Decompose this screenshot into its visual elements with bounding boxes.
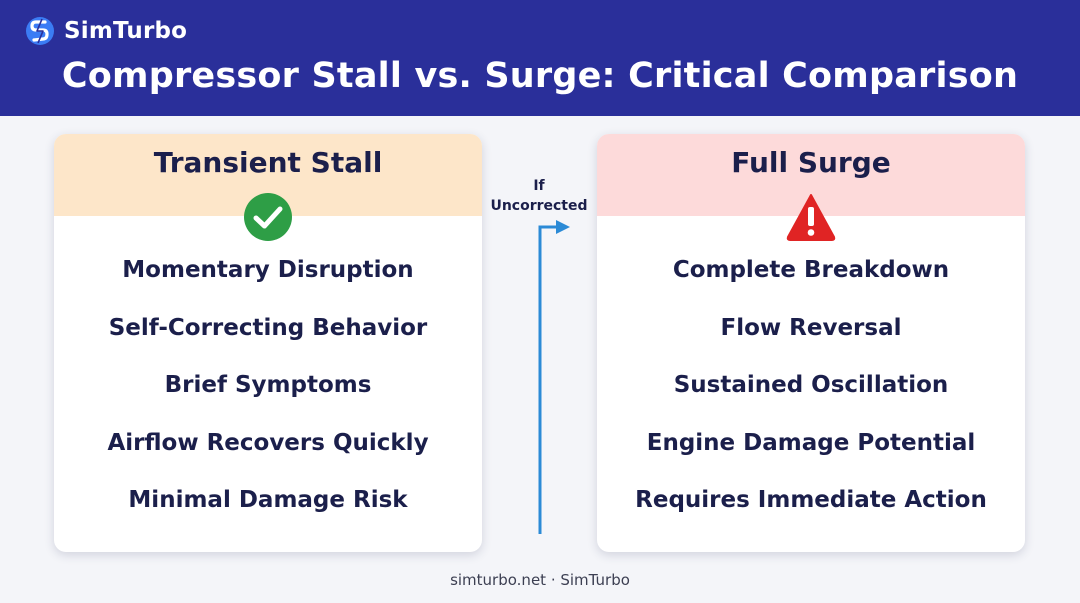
brand-name: SimTurbo: [64, 18, 188, 44]
footer-credit: simturbo.net · SimTurbo: [450, 571, 630, 589]
full-surge-card: Full Surge Complete Breakdown Flow Rever…: [597, 134, 1025, 552]
list-item: Minimal Damage Risk: [128, 487, 408, 513]
list-item: Requires Immediate Action: [635, 487, 987, 513]
check-circle-icon: [244, 193, 292, 241]
list-item: Sustained Oscillation: [673, 372, 949, 398]
list-item: Engine Damage Potential: [646, 429, 976, 456]
page-title: Compressor Stall vs. Surge: Critical Com…: [61, 56, 1019, 96]
connector-label-line2: Uncorrected: [490, 198, 588, 214]
transient-stall-title: Transient Stall: [153, 146, 383, 179]
transient-stall-card-header: Transient Stall: [54, 134, 482, 216]
transient-stall-list: Momentary Disruption Self-Correcting Beh…: [54, 257, 482, 545]
connector-label-line1: If: [533, 178, 545, 194]
progression-connector: If Uncorrected: [480, 170, 598, 540]
warning-triangle-icon: [786, 194, 836, 241]
arrow-right-icon: [538, 220, 570, 534]
list-item: Brief Symptoms: [164, 372, 372, 398]
list-item: Momentary Disruption: [122, 257, 414, 283]
list-item: Airflow Recovers Quickly: [107, 429, 429, 456]
list-item: Complete Breakdown: [672, 257, 950, 283]
transient-stall-card: Transient Stall Momentary Disruption Sel…: [54, 134, 482, 552]
brand[interactable]: SimTurbo: [24, 14, 187, 48]
full-surge-list: Complete Breakdown Flow Reversal Sustain…: [597, 257, 1025, 545]
header-banner: SimTurbo Compressor Stall vs. Surge: Cri…: [0, 0, 1080, 116]
connector-label: If Uncorrected: [480, 176, 598, 216]
full-surge-title: Full Surge: [731, 146, 891, 179]
list-item: Flow Reversal: [720, 314, 902, 341]
list-item: Self-Correcting Behavior: [108, 314, 428, 341]
full-surge-card-header: Full Surge: [597, 134, 1025, 216]
lightning-s-logo-icon: [26, 17, 54, 45]
